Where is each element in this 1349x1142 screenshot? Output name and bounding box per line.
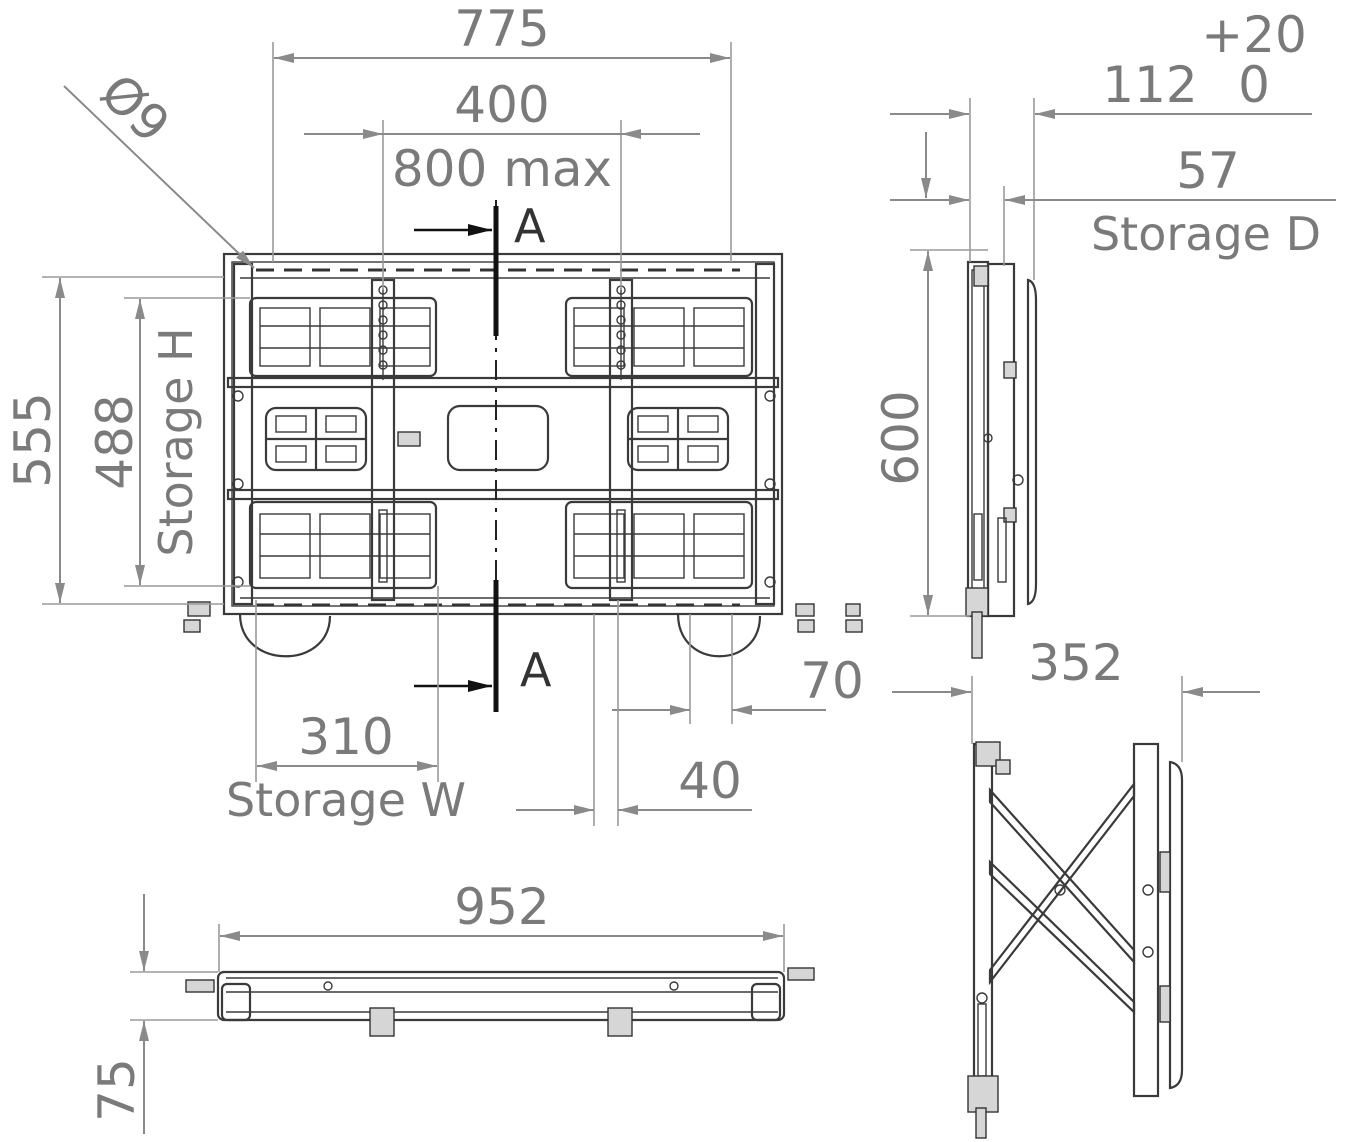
front-view: A A [183, 199, 863, 712]
extended-dimensions: 352 [892, 634, 1260, 762]
top-right-modules [564, 296, 754, 378]
dim-952: 952 [454, 878, 549, 936]
upper-crossbar [226, 376, 780, 389]
extended-view [967, 741, 1184, 1139]
dim-storage-d-label: Storage D [1091, 207, 1321, 261]
middle-left-module [264, 406, 368, 472]
right-post [754, 262, 776, 606]
bottom-left-modules [248, 500, 438, 590]
bottom-dimensions: 952 75 [88, 878, 785, 1134]
section-label-bottom: A [520, 643, 552, 697]
bottom-frame [216, 970, 786, 1022]
dim-70: 70 [800, 652, 864, 710]
front-frame [222, 252, 784, 616]
dim-310: 310 [298, 708, 393, 766]
dim-600: 600 [872, 390, 930, 485]
side-display [1026, 278, 1038, 606]
dim-57: 57 [1176, 142, 1240, 200]
dim-75: 75 [88, 1058, 146, 1122]
bottom-clamp-left [369, 1007, 395, 1037]
side-dimensions: +20 112 0 57 Storage D 600 [872, 6, 1336, 617]
lock-hardware [183, 601, 863, 633]
scissor-arm-2 [988, 780, 1136, 986]
dim-tol-zero: 0 [1238, 56, 1270, 114]
dim-488: 488 [86, 394, 144, 489]
section-marker-bottom: A [414, 580, 552, 712]
left-vertical-bracket [370, 278, 396, 602]
dim-storage-w-label: Storage W [226, 773, 466, 827]
dim-800-max: 800 max [392, 140, 612, 198]
side-wall-plate [966, 260, 990, 618]
section-marker-top: A [414, 199, 546, 336]
extended-display [1168, 760, 1184, 1090]
left-safety-cable [238, 613, 332, 658]
dim-112: 112 [1102, 56, 1197, 114]
dim-storage-h-label: Storage H [149, 327, 203, 556]
scissor-arm-3 [988, 859, 1136, 1015]
side-bracket [986, 262, 1016, 618]
side-view [965, 260, 1038, 659]
dim-40: 40 [678, 752, 742, 810]
dim-hole-diameter: Ø9 [89, 63, 180, 154]
right-safety-cable [676, 613, 762, 658]
dim-555: 555 [4, 392, 62, 487]
bottom-clamp-right [607, 1007, 633, 1037]
dim-tol-plus: +20 [1201, 6, 1307, 64]
front-dimensions: 775 400 800 max Ø9 555 488 Storage H 310… [4, 0, 864, 827]
top-left-modules [248, 296, 438, 378]
center-cutout [446, 404, 550, 472]
dim-400: 400 [454, 76, 549, 134]
front-frame-inner [231, 261, 775, 607]
frame-bolts [232, 390, 776, 588]
level-indicator [397, 431, 421, 447]
section-label-top: A [514, 199, 546, 253]
dim-352: 352 [1028, 634, 1123, 692]
middle-right-module [626, 406, 730, 472]
bottom-view [185, 967, 815, 1037]
extended-bracket [1132, 742, 1160, 1098]
dim-775: 775 [454, 0, 549, 58]
lower-crossbar [226, 488, 780, 501]
bottom-right-modules [564, 500, 754, 590]
hole-leader [63, 85, 255, 269]
scissor-arm-1 [988, 787, 1136, 965]
